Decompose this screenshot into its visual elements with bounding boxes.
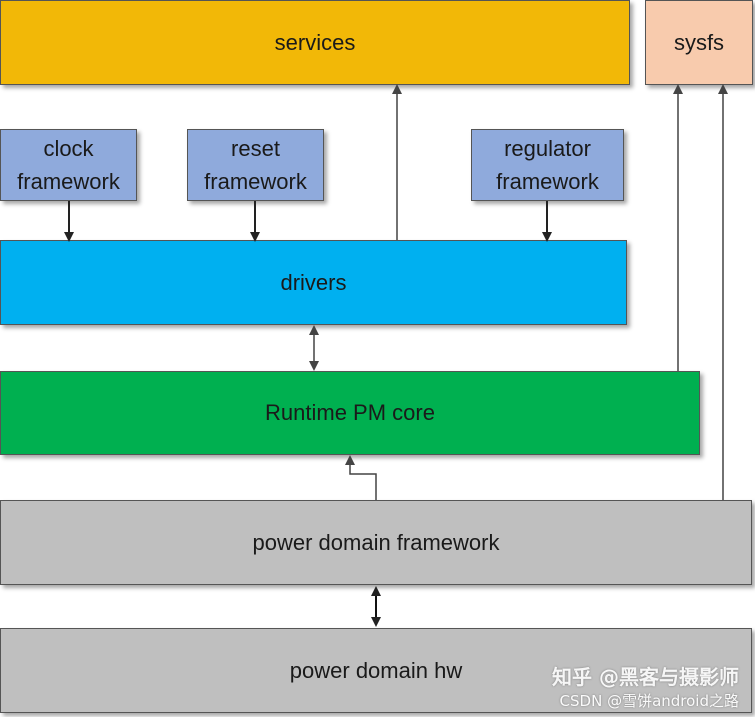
power-domain-hw-label: power domain hw: [289, 657, 463, 683]
power-domain-hw-box: power domain hw: [0, 628, 752, 713]
power-domain-to-runtime-pm-arrow: [345, 455, 377, 500]
reset-framework-box: reset framework: [187, 129, 324, 201]
sysfs-box: sysfs: [645, 0, 753, 85]
watermark-zhihu: 知乎 @黑客与摄影师: [552, 665, 739, 689]
services-label: services: [274, 29, 356, 55]
clock-framework-label: clock framework: [17, 136, 120, 194]
watermark-csdn: CSDN @雪饼android之路: [559, 692, 739, 710]
runtime-pm-core-box: Runtime PM core: [0, 371, 700, 455]
clock-framework-box: clock framework: [0, 129, 137, 201]
sysfs-label: sysfs: [673, 29, 725, 55]
reset-framework-label: reset framework: [204, 136, 307, 194]
drivers-box: drivers: [0, 240, 627, 325]
watermark: 知乎 @黑客与摄影师 CSDN @雪饼android之路: [552, 661, 739, 711]
runtime-pm-core-label: Runtime PM core: [265, 400, 435, 425]
regulator-framework-label: regulator framework: [496, 136, 599, 194]
power-domain-framework-box: power domain framework: [0, 500, 752, 585]
drivers-label: drivers: [280, 269, 347, 295]
regulator-framework-box: regulator framework: [471, 129, 624, 201]
services-box: services: [0, 0, 630, 85]
power-domain-framework-label: power domain framework: [252, 529, 500, 555]
